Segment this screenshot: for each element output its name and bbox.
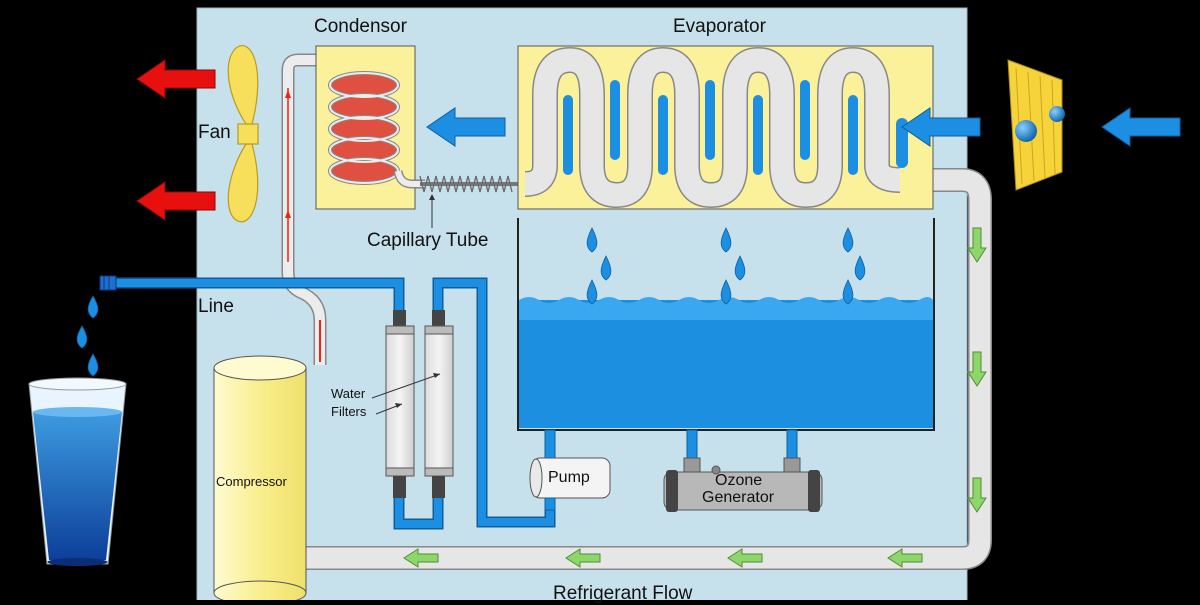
compressor — [213, 355, 307, 605]
ozone-label-line1: Ozone — [715, 472, 763, 489]
water-tank — [517, 218, 935, 431]
air-arrow-left — [426, 107, 506, 147]
fan-label: Fan — [198, 122, 231, 143]
pump — [529, 457, 611, 511]
pump-label: Pump — [548, 469, 590, 486]
evaporator-coil — [524, 47, 908, 208]
refrigerant-flow-label: Refrigerant Flow — [553, 583, 693, 604]
compressor-label: Compressor — [216, 474, 287, 489]
air-arrow-outside — [1101, 107, 1181, 147]
condenser-coil — [328, 71, 425, 189]
water-filters-label-line2: Filters — [331, 404, 367, 419]
capillary-tube — [419, 175, 525, 228]
water-line — [99, 275, 405, 310]
air-arrow-intake — [901, 107, 981, 147]
water-drop-icon — [76, 227, 866, 377]
flow-arrow-icon — [403, 227, 987, 568]
heat-arrow-bottom — [136, 181, 216, 221]
water-filters-label-line1: Water — [331, 386, 366, 401]
air-filter-icon — [1007, 59, 1065, 191]
water-filters — [371, 310, 454, 498]
condensor-label: Condensor — [314, 16, 407, 37]
evaporator-label: Evaporator — [673, 16, 766, 37]
ozone-generator — [663, 457, 823, 512]
line-label: Line — [198, 296, 234, 317]
glass-icon — [28, 377, 127, 566]
fan-icon — [227, 45, 259, 223]
heat-arrow-top — [136, 59, 216, 99]
ozone-label-line2: Generator — [702, 489, 775, 506]
capillary-tube-label: Capillary Tube — [367, 230, 489, 251]
